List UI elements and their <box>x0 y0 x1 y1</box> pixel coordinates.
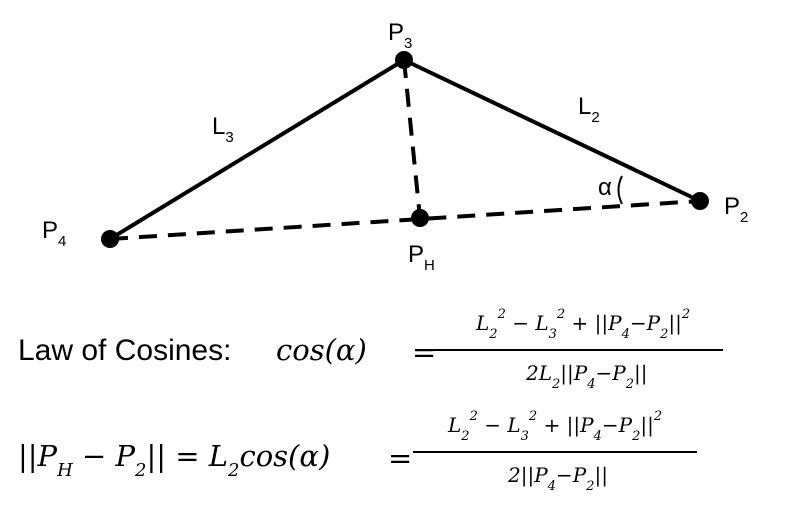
dashed-altitude-p3-ph <box>402 59 422 219</box>
formula2-equals: = <box>388 441 412 475</box>
formula1-equals: = <box>412 335 436 369</box>
formula1-title: Law of Cosines: <box>18 334 231 367</box>
formula2-denominator: 2||P4−P2|| <box>507 463 608 494</box>
formula2-lhs: ||PH − P2|| = L2cos(α) <box>18 439 330 481</box>
formula2-numerator: L22 − L32 + ||P4−P2||2 <box>447 409 662 444</box>
point-p4 <box>101 230 119 248</box>
label-p3: P3 <box>388 19 412 52</box>
label-p2: P2 <box>724 193 748 226</box>
point-p3 <box>395 51 413 69</box>
label-p4: P4 <box>42 217 66 250</box>
segment-l2 <box>403 58 701 203</box>
label-l3: L3 <box>212 113 234 146</box>
dashed-base-p4-p2 <box>109 199 701 241</box>
label-alpha: α <box>598 174 612 201</box>
angle-arc <box>617 175 623 205</box>
segment-l3 <box>108 58 406 241</box>
formula1-numerator: L22 − L32 + ||P4−P2||2 <box>475 307 690 342</box>
formula1-denominator: 2L2||P4−P2|| <box>525 361 648 392</box>
formula1-lhs: cos(α) <box>276 333 367 367</box>
label-ph: PH <box>408 241 435 274</box>
label-l2: L2 <box>578 93 600 126</box>
point-p2 <box>691 192 709 210</box>
point-ph <box>411 209 429 227</box>
